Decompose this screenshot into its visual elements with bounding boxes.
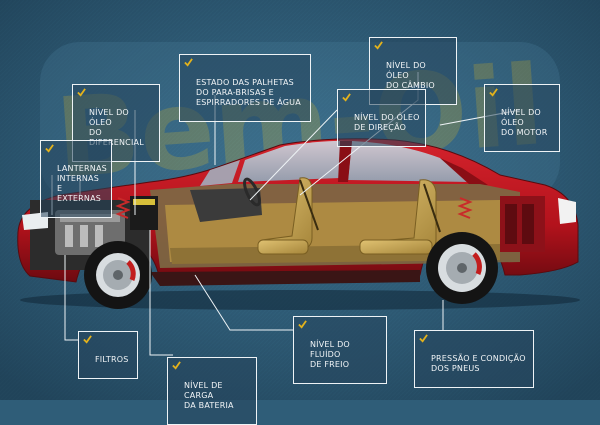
check-icon: [184, 58, 193, 67]
check-icon: [342, 93, 351, 102]
callout-palhetas: ESTADO DAS PALHETAS DO PARA-BRISAS E ESP…: [179, 54, 311, 122]
callout-direcao-text: NÍVEL DO ÓLEO DE DIREÇÃO: [354, 113, 420, 132]
car-illustration: Bem-Oil: [0, 0, 600, 400]
callout-lanternas-text: LANTERNAS INTERNAS E EXTERNAS: [57, 164, 107, 203]
callout-motor-text: NÍVEL DO ÓLEO DO MOTOR: [501, 108, 548, 137]
check-icon: [298, 320, 307, 329]
callout-bateria: NÍVEL DE CARGA DA BATERIA: [167, 357, 257, 425]
callout-fluido-text: NÍVEL DO FLUÍDO DE FREIO: [310, 340, 350, 369]
callout-lanternas: LANTERNAS INTERNAS E EXTERNAS: [40, 140, 112, 218]
callout-direcao: NÍVEL DO ÓLEO DE DIREÇÃO: [337, 89, 426, 147]
check-icon: [489, 88, 498, 97]
callout-filtros: FILTROS: [78, 331, 138, 379]
check-icon: [172, 361, 181, 370]
callout-fluido: NÍVEL DO FLUÍDO DE FREIO: [293, 316, 387, 384]
callout-palhetas-text: ESTADO DAS PALHETAS DO PARA-BRISAS E ESP…: [196, 78, 301, 107]
check-icon: [374, 41, 383, 50]
callout-diferencial-text: NÍVEL DO ÓLEO DO DIFERENCIAL: [89, 108, 144, 147]
check-icon: [77, 88, 86, 97]
callout-motor: NÍVEL DO ÓLEO DO MOTOR: [484, 84, 560, 152]
rear-wheel: [426, 232, 498, 304]
interior-cutaway: [150, 177, 545, 268]
callout-cambio-text: NÍVEL DO ÓLEO DO CÂMBIO: [386, 61, 435, 90]
check-icon: [45, 144, 54, 153]
callout-bateria-text: NÍVEL DE CARGA DA BATERIA: [184, 381, 234, 410]
callout-pneus: PRESSÃO E CONDIÇÃO DOS PNEUS: [414, 330, 534, 388]
callout-filtros-text: FILTROS: [95, 355, 129, 364]
callout-pneus-text: PRESSÃO E CONDIÇÃO DOS PNEUS: [431, 354, 526, 373]
check-icon: [419, 334, 428, 343]
check-icon: [83, 335, 92, 344]
front-wheel: [84, 241, 152, 309]
